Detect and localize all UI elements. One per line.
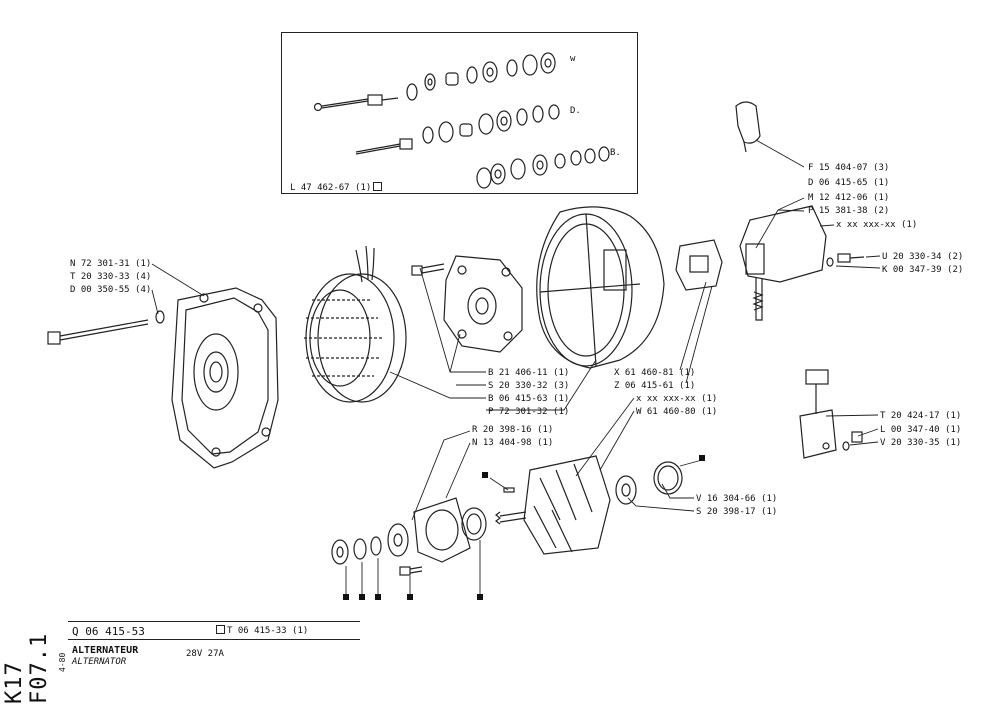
marker-square — [359, 594, 365, 600]
callout-p72301: P 72 301-32 (1) — [488, 407, 570, 417]
through-bolt — [47, 310, 165, 345]
callout-t20424: T 20 424-17 (1) — [880, 411, 962, 421]
title-rule-top — [68, 621, 360, 622]
date-code: 4-80 — [58, 652, 67, 672]
callout-n13404: N 13 404-98 (1) — [472, 438, 554, 448]
kit-row-d — [355, 104, 560, 155]
regulator — [739, 205, 865, 321]
marker-square — [477, 594, 483, 600]
marker-square — [343, 594, 349, 600]
callout-b21406: B 21 406-11 (1) — [488, 368, 570, 378]
callout-z06415: Z 06 415-61 (1) — [614, 381, 696, 391]
kit-row-b — [476, 146, 610, 189]
kit-symbol-box — [373, 182, 383, 191]
callout-xxx-1: x xx xxx-xx (1) — [836, 220, 918, 230]
callout-p15381: P 15 381-38 (2) — [808, 206, 890, 216]
slip-ring-housing — [536, 206, 665, 369]
connector-plate — [675, 239, 723, 291]
callout-d00350: D 00 350-55 (4) — [70, 285, 152, 295]
kit-row-w — [313, 52, 556, 112]
callout-x61460: X 61 460-81 (1) — [614, 368, 696, 378]
marker-square — [407, 594, 413, 600]
callout-b06415: B 06 415-63 (1) — [488, 394, 570, 404]
callout-s20330: S 20 330-32 (3) — [488, 381, 570, 391]
callout-m12412: M 12 412-06 (1) — [808, 193, 890, 203]
callout-v20330: V 20 330-35 (1) — [880, 438, 962, 448]
brush-holder — [799, 369, 863, 459]
pulley-nut-washers — [331, 536, 423, 576]
spec: 28V 27A — [186, 649, 224, 659]
stator — [304, 245, 407, 403]
kit-ref-box — [216, 625, 225, 634]
drive-end-bracket — [171, 287, 279, 469]
callout-d06415-65: D 06 415-65 (1) — [808, 178, 890, 188]
callout-n72301: N 72 301-31 (1) — [70, 259, 152, 269]
drive-end-bearing — [387, 497, 487, 563]
rotor — [495, 455, 611, 555]
marker-square — [482, 472, 488, 478]
callout-r20398: R 20 398-16 (1) — [472, 425, 554, 435]
terminal-boot — [735, 101, 761, 153]
callout-k00347: K 00 347-39 (2) — [882, 265, 964, 275]
callout-s20398: S 20 398-17 (1) — [696, 507, 778, 517]
kit-marker-b: B. — [610, 148, 621, 158]
kit-label: L 47 462-67 (1) — [290, 182, 383, 193]
rectifier-plate — [411, 255, 523, 353]
kit-marker-d: D. — [570, 106, 581, 116]
title-rule-mid — [68, 639, 360, 640]
part-number: Q 06 415-53 — [72, 625, 145, 638]
marker-square — [375, 594, 381, 600]
callout-l00347: L 00 347-40 (1) — [880, 425, 962, 435]
callout-f15404: F 15 404-07 (3) — [808, 163, 890, 173]
callout-v16304: V 16 304-66 (1) — [696, 494, 778, 504]
marker-square — [699, 455, 705, 461]
callout-t20330: T 20 330-33 (4) — [70, 272, 152, 282]
kit-reference: T 06 415-33 (1) — [216, 625, 308, 636]
title-block: Q 06 415-53 T 06 415-33 (1) ALTERNATEUR … — [68, 621, 360, 677]
part-name-en: ALTERNATOR — [72, 657, 127, 667]
page-code-text: K17 F07.1 — [2, 632, 52, 704]
callout-u20330: U 20 330-34 (2) — [882, 252, 964, 262]
callout-xxx-2: x xx xxx-xx (1) — [636, 394, 718, 404]
kit-marker-w: w — [570, 54, 576, 64]
part-name-fr: ALTERNATEUR — [72, 645, 139, 656]
callout-w61460: W 61 460-80 (1) — [636, 407, 718, 417]
seal-kit-box — [281, 32, 638, 194]
